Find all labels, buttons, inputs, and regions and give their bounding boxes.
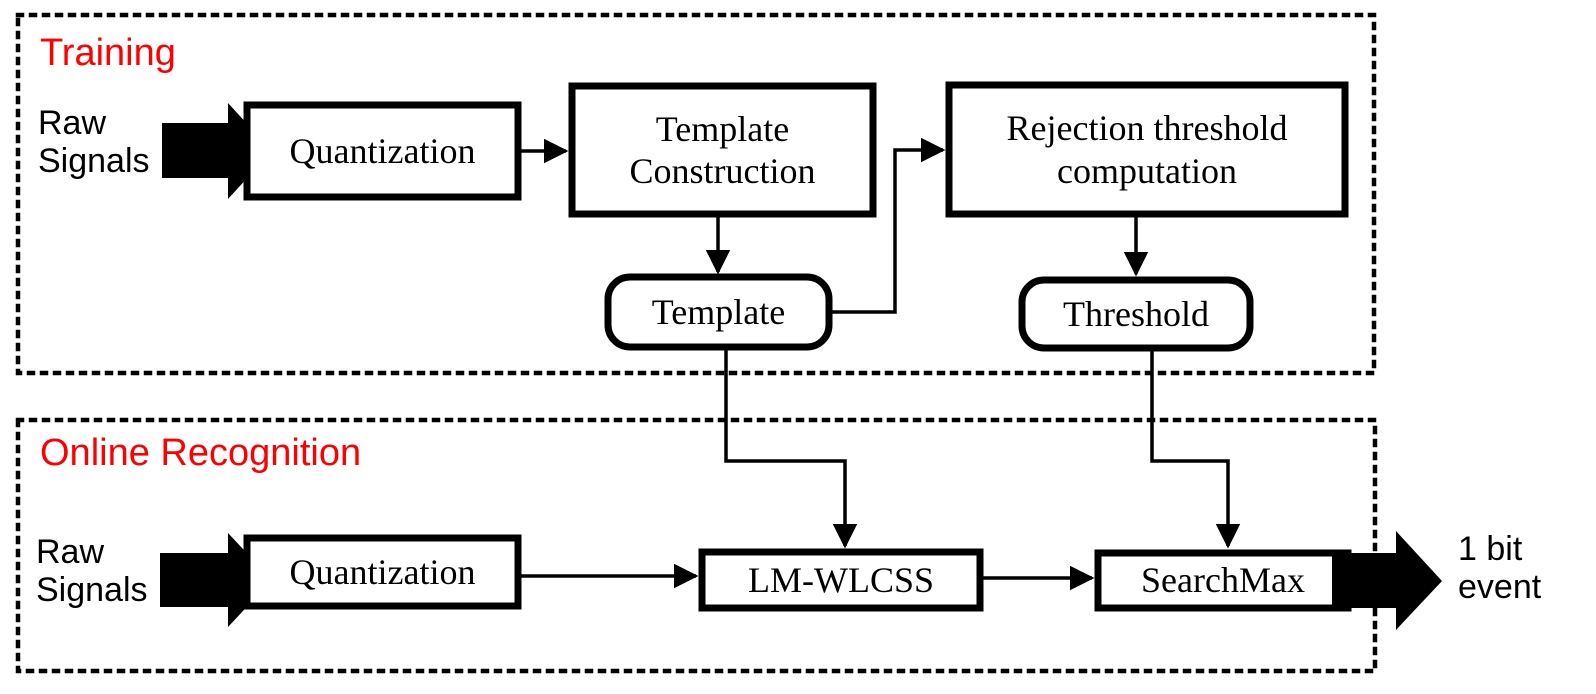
node-threshold-label: Threshold: [1063, 293, 1209, 334]
node-lm-wlcss: [698, 548, 984, 612]
online-input-label: Raw Signals: [36, 533, 148, 610]
edge-template-to-lm-wlcss: [724, 347, 858, 549]
node-lm-wlcss-label: LM-WLCSS: [747, 559, 934, 600]
node-searchmax-label: SearchMax: [1141, 560, 1305, 601]
online-output-label: 1 bit event: [1458, 530, 1542, 607]
node-quantization-online: [243, 534, 522, 610]
training-section-border: [15, 12, 1377, 376]
node-rejection-threshold: [945, 81, 1349, 218]
node-quantization-training-label: Quantization: [289, 130, 476, 171]
node-rejection-threshold-label: Rejection threshold computation: [1006, 108, 1288, 191]
node-threshold: [1018, 276, 1254, 352]
node-quantization-training: [243, 101, 522, 201]
node-template-construction-label: Template Construction: [629, 108, 816, 191]
node-quantization-online-label: Quantization: [289, 551, 476, 592]
output-block-arrow-online: [1332, 531, 1442, 630]
online-section-title: Online Recognition: [40, 432, 362, 474]
training-input-label: Raw Signals: [38, 104, 150, 181]
training-section-title: Training: [40, 32, 176, 74]
edge-threshold-to-searchmax: [1150, 348, 1241, 549]
online-section-border: [15, 417, 1378, 674]
edge-template-to-rejection-threshold: [829, 137, 946, 314]
node-template-construction: [568, 82, 877, 218]
node-template-label: Template: [651, 291, 786, 332]
